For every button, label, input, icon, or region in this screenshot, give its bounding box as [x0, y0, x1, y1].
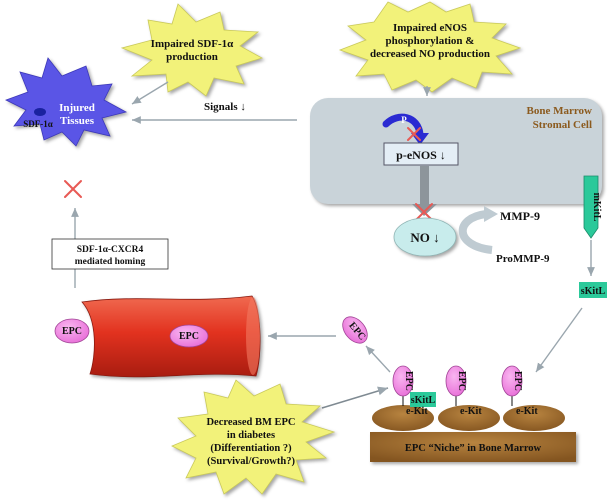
homing-box [51, 238, 169, 270]
enos-to-no-bar [420, 166, 429, 206]
skitl-niche-badge [410, 392, 436, 407]
prommp9-label: ProMMP-9 [496, 253, 550, 265]
niche-cell-3 [503, 405, 565, 431]
no-label: NO ↓ [410, 230, 439, 245]
epc-vessel-inner-cell [169, 324, 209, 348]
arrow-sdf1-to-tissues [131, 81, 169, 105]
mmp9-arrowhead-icon [484, 206, 498, 222]
diabetes-text-line3: (Differentiation ?) [210, 443, 292, 454]
diabetes-starburst [171, 379, 336, 495]
ekit-label-2: e-Kit [460, 406, 482, 417]
enos-impaired-text-line2: phosphorylation & [386, 35, 475, 47]
injured-tissues-text-line1: Injured [59, 102, 95, 114]
skitl-right-label: sKitL [581, 286, 606, 297]
epc-niche-2-label: EPC [456, 371, 467, 391]
niche-cell-1 [372, 405, 434, 431]
diabetes-text-line1: Decreased BM EPC [206, 417, 295, 428]
sdf1-impaired-text-line1: Impaired SDF-1α [151, 38, 234, 50]
diabetes-text-line2: in diabetes [227, 430, 275, 441]
homing-label-line1: SDF-1α-CXCR4 [77, 245, 144, 255]
vessel-end-cap [246, 297, 260, 375]
p-enos-label: p-eNOS ↓ [396, 148, 446, 162]
injured-tissues-starburst [4, 57, 128, 147]
epc-niche-3-cell [501, 365, 523, 397]
epc-niche-3-label: EPC [512, 371, 523, 391]
ekit-label-1: e-Kit [406, 406, 428, 417]
niche-cell-2 [438, 405, 500, 431]
epc-migrating-cell [342, 316, 368, 344]
p-enos-box [383, 142, 459, 166]
mmp9-label: MMP-9 [500, 209, 540, 223]
niche-bar [370, 432, 576, 462]
enos-to-no-arrowhead [412, 204, 437, 216]
phosphate-label: P [401, 115, 407, 125]
enos-impaired-starburst [338, 1, 522, 93]
epc-vessel-inner-label: EPC [179, 331, 199, 342]
mkitl-label: mKitL [591, 193, 602, 222]
ekit-label-3: e-Kit [516, 406, 538, 417]
blocked-no-production-x-icon [415, 203, 433, 221]
epc-vessel-left-cell [54, 318, 90, 344]
signals-label: Signals ↓ [204, 101, 246, 113]
skitl-niche-label: sKitL [411, 395, 436, 406]
blocked-phosphorylation-x-icon [407, 127, 421, 141]
no-ellipse [393, 217, 457, 257]
homing-label-line2: mediated homing [75, 257, 146, 267]
stromal-cell-label-line1: Bone Marrow [527, 105, 593, 117]
injured-tissues-text-line2: Tissues [60, 115, 95, 127]
sdf1-alpha-label: SDF-1α [23, 119, 53, 129]
epc-niche-1-label: EPC [403, 371, 414, 391]
epc-niche-1-cell [392, 365, 414, 397]
arrow-niche-to-epc [365, 345, 391, 373]
enos-impaired-text-line3: decreased NO production [370, 48, 490, 60]
stromal-cell-label-line2: Stromal Cell [533, 119, 592, 131]
sdf1-molecule-icon [34, 108, 46, 116]
epc-vessel-left-label: EPC [62, 326, 82, 337]
arrow-skitl-to-niche [535, 307, 583, 373]
mkitl-membrane-kit [583, 175, 599, 239]
enos-impaired-text-line1: Impaired eNOS [393, 22, 467, 34]
epc-niche-2-cell [445, 365, 467, 397]
prommp9-to-mmp9-curved-arrow-icon [458, 210, 493, 254]
blocked-homing-x-icon [64, 180, 82, 198]
arrow-diabetes-to-niche [321, 386, 389, 409]
skitl-right-badge [579, 282, 607, 298]
niche-label: EPC “Niche” in Bone Marrow [405, 443, 542, 454]
sdf1-impaired-text-line2: production [166, 51, 218, 63]
diabetes-text-line4: (Survival/Growth?) [207, 456, 295, 467]
sdf1-impaired-starburst [120, 3, 264, 97]
